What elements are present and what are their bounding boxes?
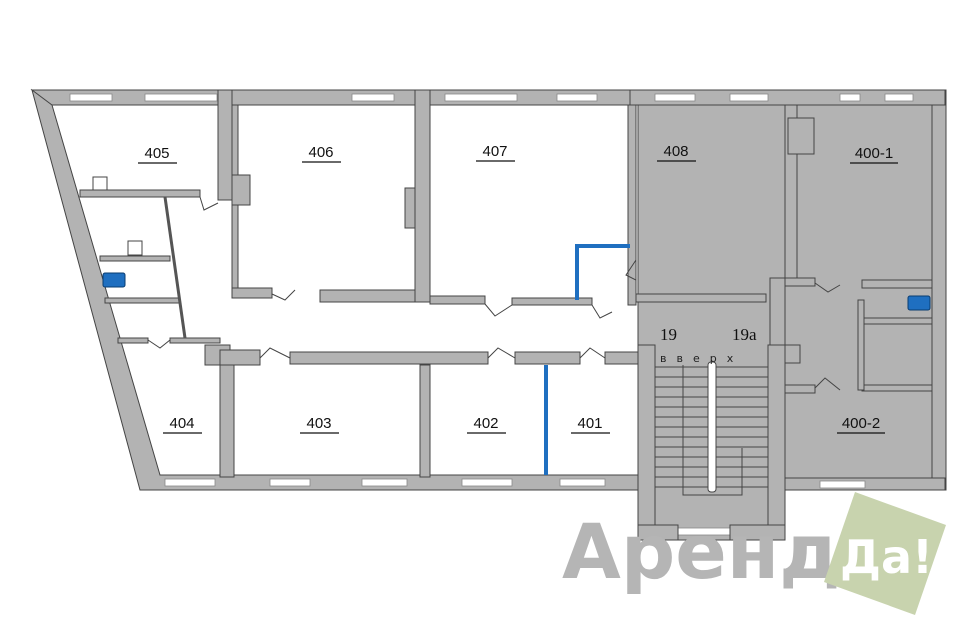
- door-19-label: 19: [660, 325, 677, 344]
- logo-badge: [824, 492, 946, 615]
- door-19a-label: 19a: [732, 325, 757, 344]
- room-400-1[interactable]: 400-1: [855, 145, 893, 162]
- room-407[interactable]: 407: [482, 143, 507, 160]
- toilet-icon: [907, 295, 931, 311]
- room-403[interactable]: 403: [306, 415, 331, 432]
- sink-icon: [92, 176, 108, 191]
- room-402[interactable]: 402: [473, 415, 498, 432]
- sink-icon: [127, 240, 143, 256]
- room-401[interactable]: 401: [577, 415, 602, 432]
- room-labels: 405 406 407 408 400-1 404 403 402 401 40…: [138, 143, 898, 434]
- logo-text-da: Да!: [840, 530, 933, 584]
- room-408[interactable]: 408: [663, 143, 688, 160]
- room-404[interactable]: 404: [169, 415, 194, 432]
- doors[interactable]: [147, 196, 841, 391]
- stair-direction-label: вверх: [660, 352, 743, 365]
- room-405[interactable]: 405: [144, 145, 169, 162]
- interior-walls: [79, 89, 933, 541]
- fixtures: [92, 176, 931, 311]
- staircase[interactable]: вверх 19 19a: [655, 325, 768, 496]
- wall-right: [931, 89, 947, 491]
- room-400-2[interactable]: 400-2: [842, 415, 880, 432]
- arendada-logo: Аренда Да!: [562, 492, 946, 615]
- room-406[interactable]: 406: [308, 144, 333, 161]
- toilet-icon: [102, 272, 126, 288]
- glass-partitions: [544, 244, 630, 475]
